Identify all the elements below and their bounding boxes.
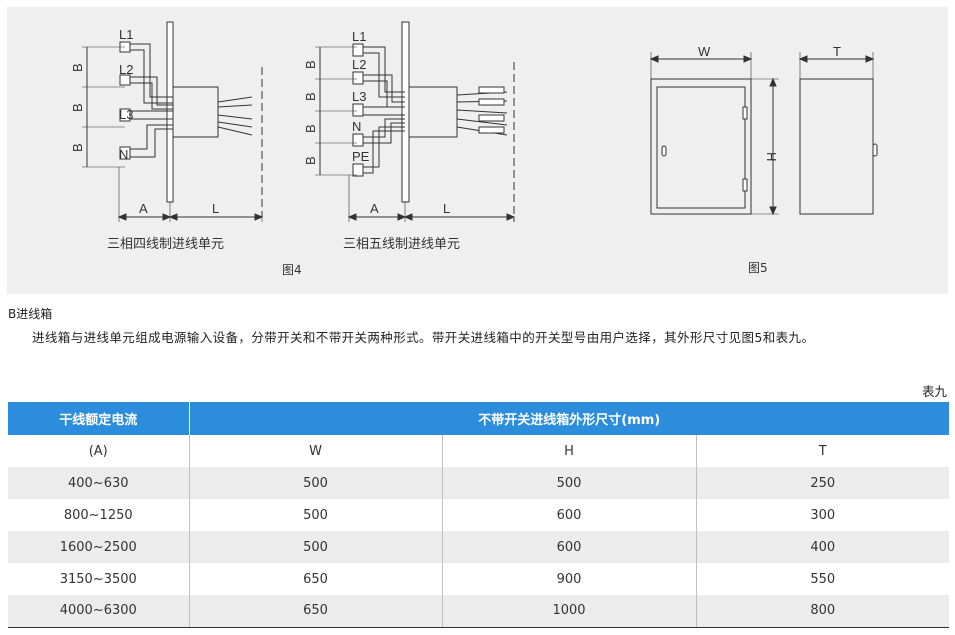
table-label: 表九 <box>921 384 947 399</box>
h-cell: 600 <box>442 499 697 531</box>
dim-l: L <box>212 201 219 216</box>
four-wire-unit-labels: L1 L2 L3 N B B B A L <box>70 27 219 216</box>
dimensions-group-header: 不带开关进线箱外形尺寸(mm) <box>189 402 949 435</box>
inlet-box-labels: W H T <box>698 44 841 161</box>
t-cell: 550 <box>696 563 949 595</box>
four-wire-unit-drawing <box>82 21 264 222</box>
dim-b-2: B <box>303 92 318 101</box>
label-l3: L3 <box>119 107 133 122</box>
table-row: 800~1250 500 600 300 <box>8 499 949 531</box>
w-cell: 650 <box>189 563 443 595</box>
dim-b-2: B <box>70 103 85 112</box>
five-wire-unit-labels: L1 L2 L3 N PE B B B B A L <box>303 29 450 216</box>
dim-b-3: B <box>303 124 318 133</box>
label-pe: PE <box>352 149 370 164</box>
section-paragraph: 进线箱与进线单元组成电源输入设备，分带开关和不带开关两种形式。带开关进线箱中的开… <box>32 330 815 345</box>
table-header-row: 干线额定电流 不带开关进线箱外形尺寸(mm) <box>8 402 949 435</box>
inlet-box-drawing <box>649 52 878 216</box>
current-cell: 4000~6300 <box>8 595 190 628</box>
four-wire-unit-title: 三相四线制进线单元 <box>107 237 225 252</box>
dim-a: A <box>370 201 379 216</box>
table-subheader-row: (A) W H T <box>8 435 949 467</box>
five-wire-unit-drawing <box>315 21 516 222</box>
h-cell: 500 <box>442 467 697 499</box>
current-cell: 400~630 <box>8 467 190 499</box>
dim-b-3: B <box>70 143 85 152</box>
dim-b-4: B <box>303 156 318 165</box>
section-title: B进线箱 <box>8 307 53 321</box>
label-l1: L1 <box>119 27 133 42</box>
w-cell: 500 <box>189 499 443 531</box>
h-cell: 600 <box>442 531 697 563</box>
dim-l: L <box>443 201 450 216</box>
table-row: 3150~3500 650 900 550 <box>8 563 949 595</box>
unit-cell: (A) <box>8 435 190 467</box>
w-cell: 650 <box>189 595 443 628</box>
label-n: N <box>119 147 128 162</box>
h-cell: 1000 <box>442 595 697 628</box>
dim-w: W <box>698 44 711 59</box>
t-cell: 300 <box>696 499 949 531</box>
label-n: N <box>352 119 361 134</box>
dim-a: A <box>139 201 148 216</box>
current-cell: 3150~3500 <box>8 563 190 595</box>
technical-drawings: L1 L2 L3 N B B B A L <box>70 21 878 222</box>
label-l2: L2 <box>119 62 133 77</box>
w-cell: 500 <box>189 531 443 563</box>
current-cell: 800~1250 <box>8 499 190 531</box>
label-l1: L1 <box>352 29 366 44</box>
h-header: H <box>442 435 697 467</box>
figure4-caption: 图4 <box>282 263 302 277</box>
rated-current-header: 干线额定电流 <box>8 402 190 435</box>
h-cell: 900 <box>442 563 697 595</box>
w-header: W <box>189 435 443 467</box>
w-cell: 500 <box>189 467 443 499</box>
dim-b-1: B <box>303 60 318 69</box>
figure-panel: L1 L2 L3 N B B B A L <box>7 7 948 294</box>
label-l3: L3 <box>352 89 366 104</box>
table-row: 4000~6300 650 1000 800 <box>8 595 949 628</box>
dim-b-1: B <box>70 63 85 72</box>
table-row: 1600~2500 500 600 400 <box>8 531 949 563</box>
table-row: 400~630 500 500 250 <box>8 467 949 499</box>
figure5-caption: 图5 <box>748 261 768 275</box>
dim-t: T <box>833 44 841 59</box>
dimension-table: 干线额定电流 不带开关进线箱外形尺寸(mm) (A) W H T 400~630… <box>8 402 949 628</box>
label-l2: L2 <box>352 57 366 72</box>
current-cell: 1600~2500 <box>8 531 190 563</box>
dim-h: H <box>764 152 779 161</box>
t-header: T <box>696 435 949 467</box>
t-cell: 800 <box>696 595 949 628</box>
five-wire-unit-title: 三相五线制进线单元 <box>343 237 461 252</box>
t-cell: 250 <box>696 467 949 499</box>
t-cell: 400 <box>696 531 949 563</box>
